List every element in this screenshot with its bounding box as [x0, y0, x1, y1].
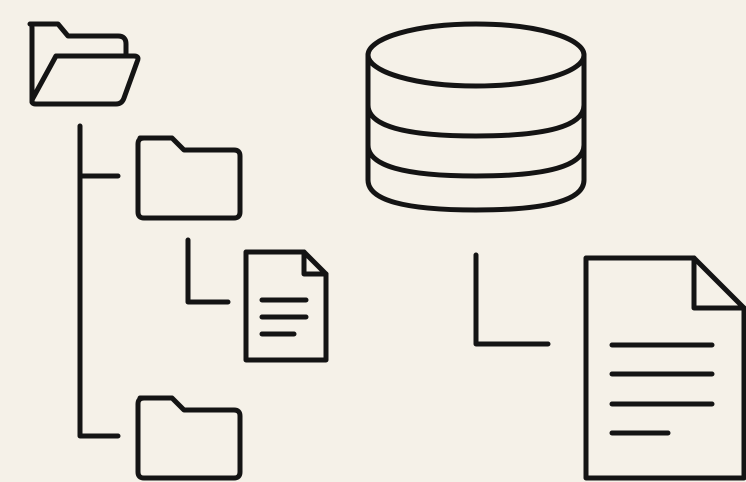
tree-connector-nested	[185, 237, 231, 305]
database-icon	[365, 21, 587, 213]
document-icon	[583, 255, 746, 481]
tree-connector-left	[77, 123, 121, 439]
folder-icon	[135, 135, 243, 221]
folder-icon	[135, 395, 243, 481]
database-connector	[473, 252, 551, 347]
document-icon	[243, 249, 329, 363]
folder-open-icon	[27, 21, 141, 107]
